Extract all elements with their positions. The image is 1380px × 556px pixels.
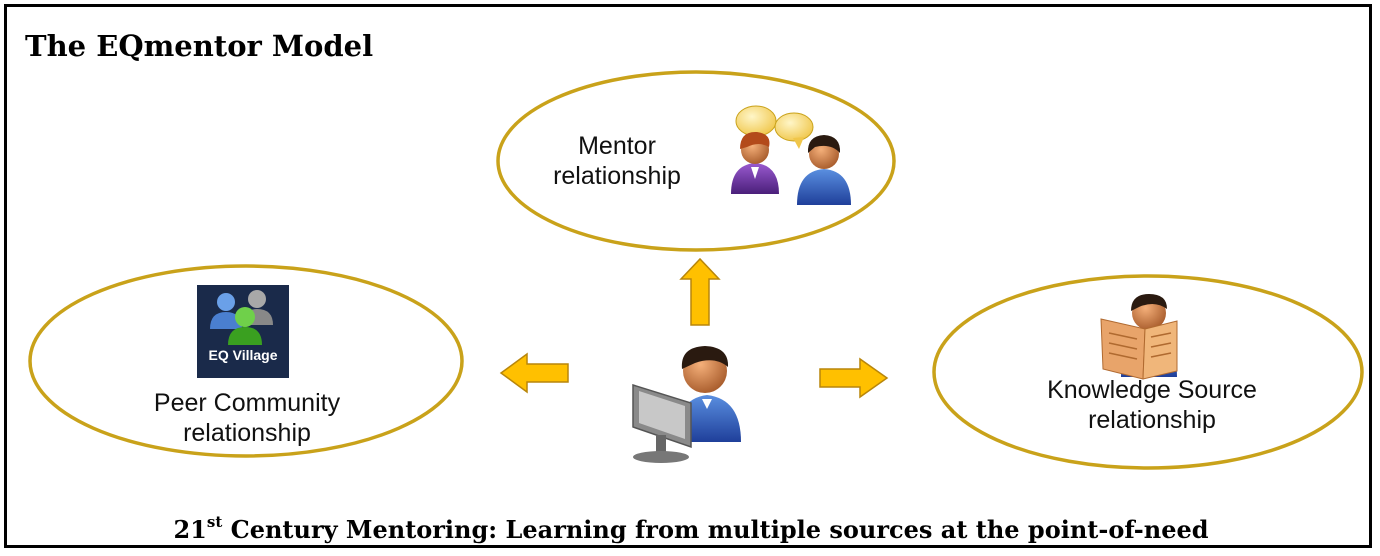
arrow-right <box>819 357 889 399</box>
person-reading-newspaper-icon <box>1100 294 1178 380</box>
peer-label-line1: Peer Community <box>153 389 341 417</box>
caption-superscript: st <box>206 513 223 531</box>
mentor-label: Mentor relationship <box>527 131 707 191</box>
knowledge-label: Knowledge Source relationship <box>1017 375 1287 435</box>
peer-label: Peer Community relationship <box>97 388 397 448</box>
footer-caption: 21st Century Mentoring: Learning from mu… <box>7 513 1375 544</box>
eq-village-badge: EQ Village <box>208 347 278 363</box>
arrow-left <box>499 352 569 394</box>
caption-number: 21 <box>173 515 207 544</box>
group-icon <box>197 285 289 378</box>
arrow-up <box>679 257 721 326</box>
diagram-frame: The EQmentor Model Mentor relationship E… <box>4 4 1372 548</box>
mentor-label-line1: Mentor <box>578 132 656 160</box>
caption-text: Century Mentoring: Learning from multipl… <box>222 515 1209 544</box>
mentor-label-line2: relationship <box>553 162 681 190</box>
page-title: The EQmentor Model <box>25 29 374 63</box>
person-at-computer-icon <box>632 346 741 463</box>
two-people-talking-icon <box>731 105 851 205</box>
peer-label-line2: relationship <box>183 419 311 447</box>
knowledge-label-line2: relationship <box>1088 406 1216 434</box>
diagram-canvas <box>28 70 1364 470</box>
knowledge-label-line1: Knowledge Source <box>1047 376 1257 404</box>
